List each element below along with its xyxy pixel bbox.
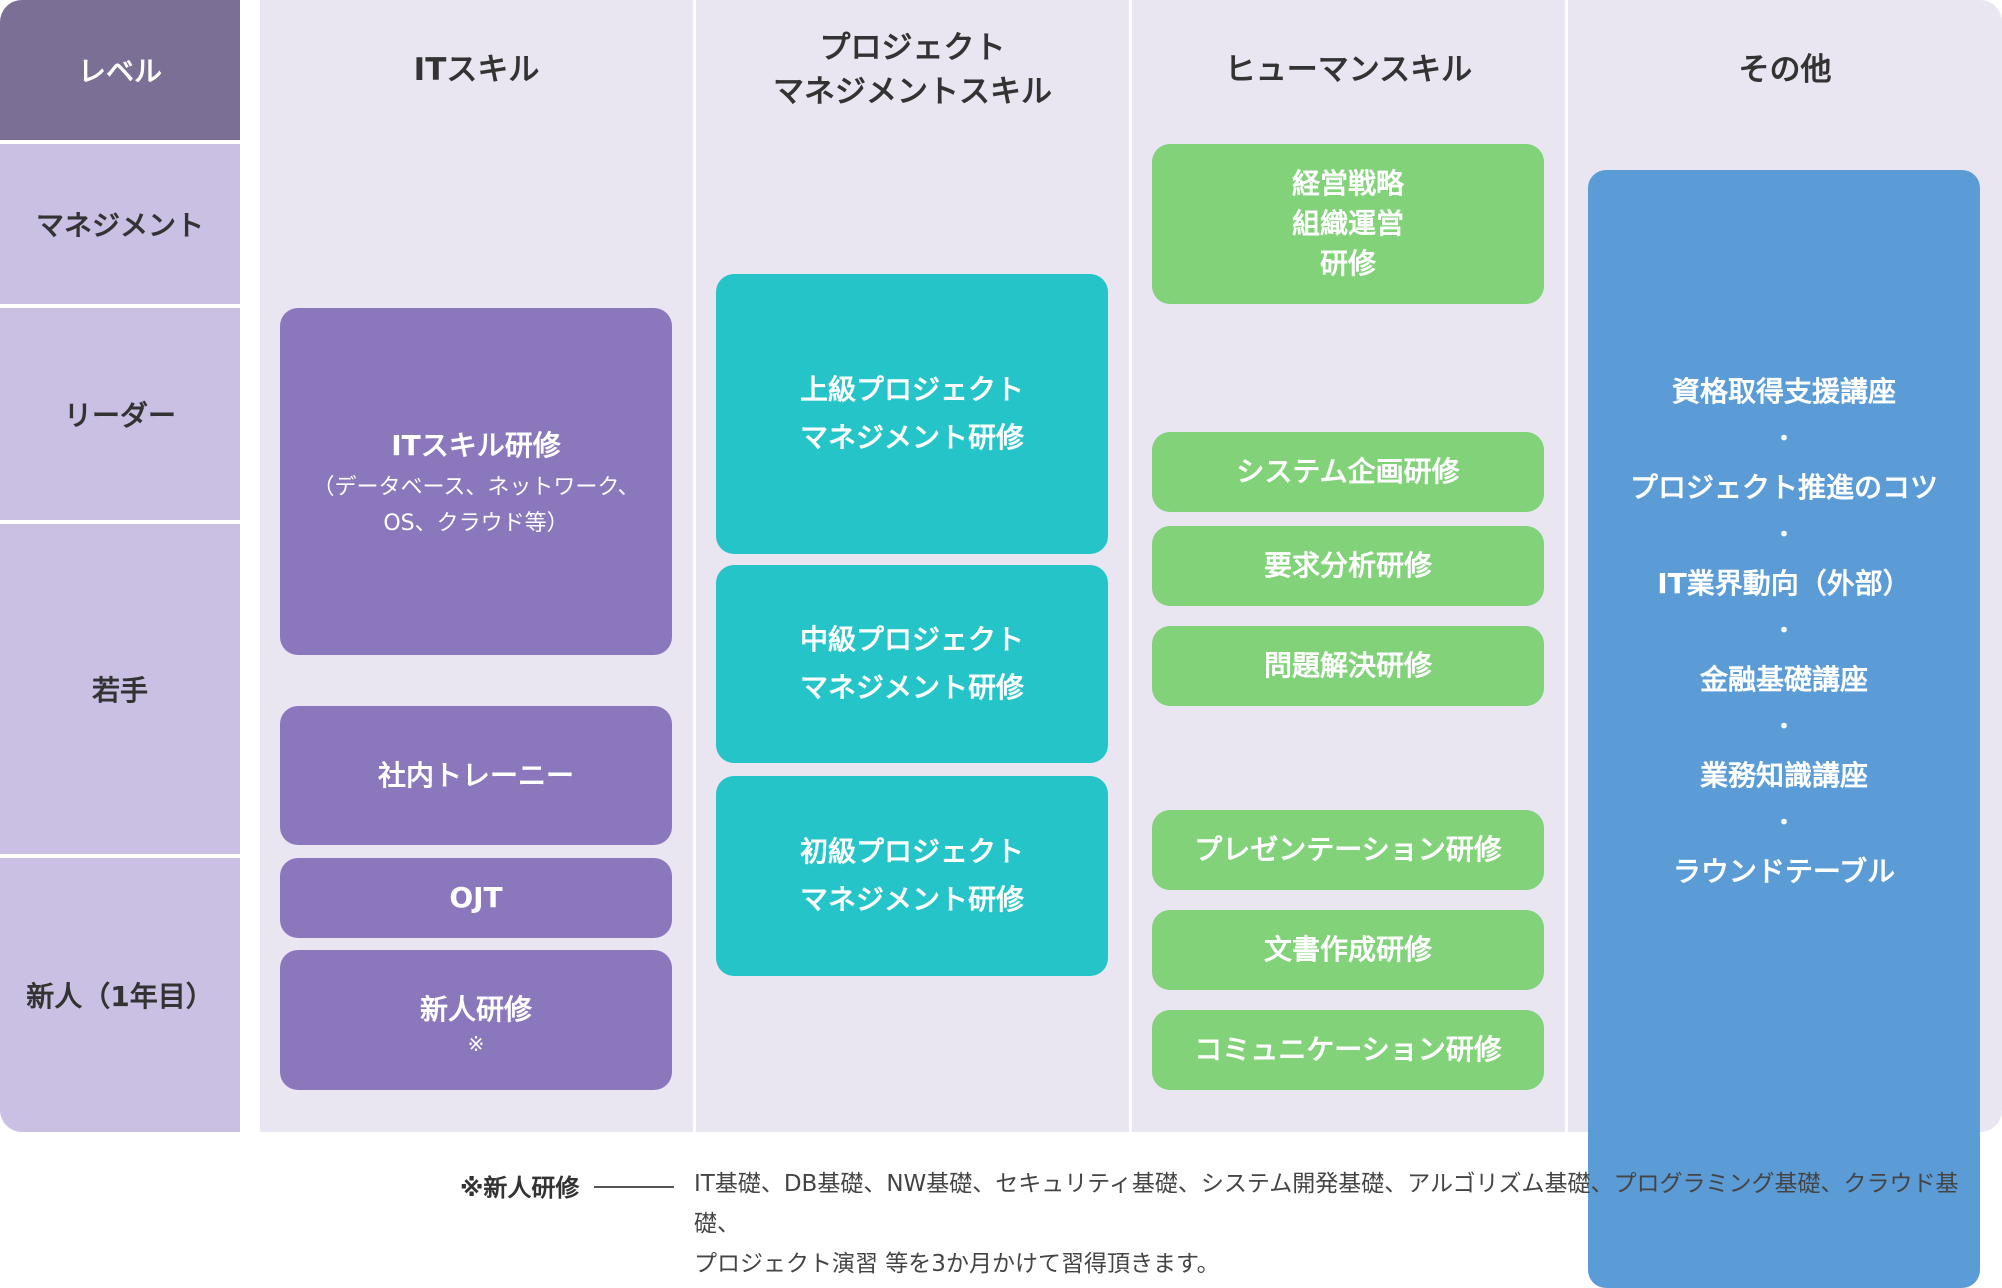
footnote-text: IT基礎、DB基礎、NW基礎、セキュリティ基礎、システム開発基礎、アルゴリズム基… (694, 1171, 1959, 1277)
ojt-box: OJT (280, 858, 672, 938)
other-separator: ・ (1772, 715, 1795, 740)
system-planning-label: システム企画研修 (1236, 455, 1460, 488)
column-header-other: その他 (1738, 52, 1832, 88)
documentation-label: 文書作成研修 (1263, 933, 1432, 966)
it-skill-training-title: ITスキル研修 (391, 428, 561, 462)
problem-solving-box: 問題解決研修 (1152, 626, 1544, 706)
trainee-box: 社内トレーニー (280, 706, 672, 845)
level-junior: 若手 (0, 524, 240, 854)
other-list: 資格取得支援講座 ・ プロジェクト推進のコツ ・ IT業界動向（外部） ・ 金融… (1630, 368, 1938, 896)
pm-beginner-label: 初級プロジェクト マネジメント研修 (799, 835, 1024, 916)
pm-beginner-box: 初級プロジェクト マネジメント研修 (716, 776, 1108, 976)
pm-advanced-label: 上級プロジェクト マネジメント研修 (799, 373, 1024, 454)
pm-advanced-box: 上級プロジェクト マネジメント研修 (716, 274, 1108, 554)
column-header-pm: プロジェクト マネジメントスキル (773, 30, 1052, 110)
pm-intermediate-label: 中級プロジェクト マネジメント研修 (799, 623, 1024, 704)
level-newcomer: 新人（1年目） (0, 858, 240, 1132)
it-skill-training-box: ITスキル研修 （データベース、ネットワーク、 OS、クラウド等） (280, 308, 672, 655)
other-separator: ・ (1772, 811, 1795, 836)
communication-label: コミュニケーション研修 (1194, 1033, 1502, 1066)
other-separator: ・ (1772, 427, 1795, 452)
other-item: プロジェクト推進のコツ (1629, 471, 1938, 504)
level-management: マネジメント (0, 144, 240, 304)
strategy-box: 経営戦略 組織運営 研修 (1152, 144, 1544, 304)
other-item: IT業界動向（外部） (1657, 567, 1911, 600)
requirements-label: 要求分析研修 (1263, 549, 1432, 582)
other-box: 資格取得支援講座 ・ プロジェクト推進のコツ ・ IT業界動向（外部） ・ 金融… (1588, 170, 1980, 1288)
other-item: 業務知識講座 (1699, 759, 1868, 792)
problem-solving-label: 問題解決研修 (1263, 649, 1432, 682)
other-separator: ・ (1772, 619, 1795, 644)
newcomer-training-box: 新人研修 ※ (280, 950, 672, 1090)
presentation-label: プレゼンテーション研修 (1194, 833, 1502, 866)
other-item: 金融基礎講座 (1699, 663, 1868, 696)
other-item: 資格取得支援講座 (1671, 375, 1896, 408)
column-header-it: ITスキル (413, 52, 540, 88)
presentation-box: プレゼンテーション研修 (1152, 810, 1544, 890)
level-leader: リーダー (0, 308, 240, 520)
pm-intermediate-box: 中級プロジェクト マネジメント研修 (716, 565, 1108, 763)
column-header-human: ヒューマンスキル (1224, 52, 1473, 88)
other-item: ラウンドテーブル (1672, 855, 1896, 888)
newcomer-training-title: 新人研修 (419, 993, 532, 1026)
communication-box: コミュニケーション研修 (1152, 1010, 1544, 1090)
strategy-label: 経営戦略 組織運営 研修 (1291, 167, 1404, 280)
it-skill-training-subtitle: （データベース、ネットワーク、 OS、クラウド等） (312, 474, 640, 536)
system-planning-box: システム企画研修 (1152, 432, 1544, 512)
documentation-box: 文書作成研修 (1152, 910, 1544, 990)
trainee-label: 社内トレーニー (377, 758, 574, 792)
level-header: レベル (0, 0, 240, 140)
ojt-label: OJT (449, 881, 503, 914)
requirements-box: 要求分析研修 (1152, 526, 1544, 606)
footnote-label: ※新人研修 (460, 1174, 580, 1202)
footnote-divider-line (594, 1186, 674, 1188)
other-separator: ・ (1772, 523, 1795, 548)
newcomer-training-mark: ※ (467, 1032, 485, 1056)
